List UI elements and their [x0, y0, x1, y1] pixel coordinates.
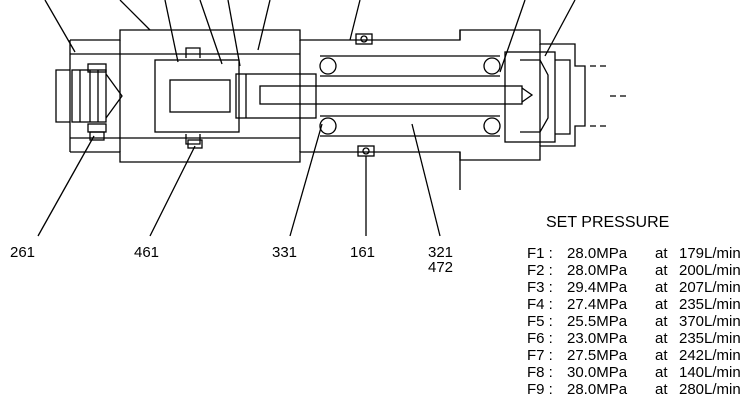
- pressure-value: 28.0MPa: [567, 381, 628, 398]
- label-472: 472: [428, 259, 453, 276]
- valve-body: [55, 29, 586, 190]
- o-ring-261: [89, 131, 105, 141]
- at-text: at: [655, 364, 668, 381]
- label-261: 261: [10, 244, 35, 261]
- pressure-value: 25.5MPa: [567, 313, 628, 330]
- pressure-value: 28.0MPa: [567, 245, 628, 262]
- spring-lower: [319, 115, 501, 137]
- label-321: 321: [428, 244, 453, 261]
- set-pressure-row: F5 : 25.5MPa at 370L/min: [527, 313, 750, 330]
- setting-id: F3 :: [527, 279, 553, 296]
- at-text: at: [655, 313, 668, 330]
- seat: [504, 51, 571, 143]
- setting-id: F9 :: [527, 381, 553, 398]
- pressure-value: 27.4MPa: [567, 296, 628, 313]
- part-labels: 261 461 331 161 321 472: [10, 244, 453, 276]
- flow-value: 140L/min: [679, 364, 741, 381]
- set-pressure-row: F1 : 28.0MPa at 179L/min: [527, 245, 750, 262]
- set-pressure-row: F7 : 27.5MPa at 242L/min: [527, 347, 750, 364]
- setting-id: F4 :: [527, 296, 553, 313]
- flow-value: 200L/min: [679, 262, 741, 279]
- set-pressure-row: F9 : 28.0MPa at 280L/min: [527, 381, 750, 398]
- o-ring-461: [187, 139, 203, 149]
- at-text: at: [655, 330, 668, 347]
- center-line: [590, 65, 630, 127]
- setting-id: F8 :: [527, 364, 553, 381]
- o-ring-top: [355, 33, 373, 45]
- flow-value: 235L/min: [679, 296, 741, 313]
- flow-value: 242L/min: [679, 347, 741, 364]
- set-pressure-row: F6 : 23.0MPa at 235L/min: [527, 330, 750, 347]
- setting-id: F6 :: [527, 330, 553, 347]
- at-text: at: [655, 245, 668, 262]
- set-pressure-row: F2 : 28.0MPa at 200L/min: [527, 262, 750, 279]
- spring-upper: [319, 55, 501, 77]
- flow-value: 179L/min: [679, 245, 741, 262]
- adjuster-plug: [71, 63, 123, 133]
- set-pressure-row: F3 : 29.4MPa at 207L/min: [527, 279, 750, 296]
- setting-id: F1 :: [527, 245, 553, 262]
- flow-value: 207L/min: [679, 279, 741, 296]
- flow-value: 235L/min: [679, 330, 741, 347]
- leader-lines: [37, 0, 576, 237]
- set-pressure-title: SET PRESSURE: [546, 214, 670, 231]
- setting-id: F2 :: [527, 262, 553, 279]
- set-pressure-row: F4 : 27.4MPa at 235L/min: [527, 296, 750, 313]
- set-pressure-list: F1 : 28.0MPa at 179L/min F2 : 28.0MPa at 200L/…: [527, 245, 750, 398]
- flow-value: 280L/min: [679, 381, 741, 398]
- pressure-value: 27.5MPa: [567, 347, 628, 364]
- pressure-value: 28.0MPa: [567, 262, 628, 279]
- pressure-value: 30.0MPa: [567, 364, 628, 381]
- at-text: at: [655, 296, 668, 313]
- pressure-value: 23.0MPa: [567, 330, 628, 347]
- label-161: 161: [350, 244, 375, 261]
- flow-value: 370L/min: [679, 313, 741, 330]
- o-ring-161: [357, 145, 375, 157]
- pressure-value: 29.4MPa: [567, 279, 628, 296]
- label-461: 461: [134, 244, 159, 261]
- label-331: 331: [272, 244, 297, 261]
- main-spool: [154, 47, 534, 145]
- set-pressure-row: F8 : 30.0MPa at 140L/min: [527, 364, 750, 381]
- at-text: at: [655, 279, 668, 296]
- at-text: at: [655, 347, 668, 364]
- setting-id: F7 :: [527, 347, 553, 364]
- at-text: at: [655, 262, 668, 279]
- at-text: at: [655, 381, 668, 398]
- setting-id: F5 :: [527, 313, 553, 330]
